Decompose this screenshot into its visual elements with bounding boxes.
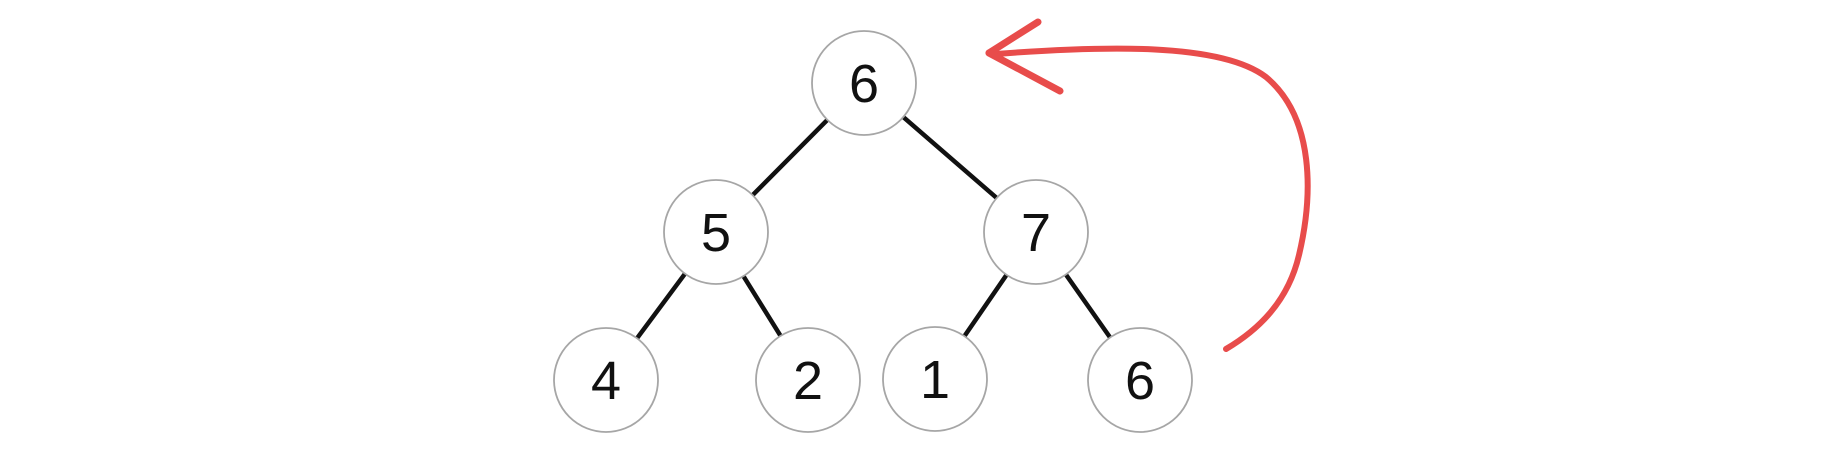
tree-node-right-right: 6 <box>1087 327 1193 433</box>
tree-node-label: 2 <box>793 351 823 411</box>
arrow-head-upper-barb <box>985 18 1042 57</box>
tree-node-label: 4 <box>591 351 621 411</box>
tree-node-circle <box>1087 327 1193 433</box>
tree-node-circle <box>882 326 988 432</box>
tree-node-left-left: 4 <box>553 327 659 433</box>
tree-node-circle <box>663 179 769 285</box>
tree-nodes: 6 5 7 4 2 1 6 <box>553 30 1193 433</box>
tree-node-right-left: 1 <box>882 326 988 432</box>
tree-node-circle <box>553 327 659 433</box>
tree-node-left-right: 2 <box>755 327 861 433</box>
tree-node-right: 7 <box>983 179 1089 285</box>
tree-node-circle <box>755 327 861 433</box>
tree-node-label: 1 <box>920 350 950 410</box>
arrow-head-lower-barb <box>985 49 1064 95</box>
tree-node-label: 7 <box>1021 203 1051 263</box>
tree-node-root: 6 <box>811 30 917 136</box>
tree-node-label: 5 <box>701 203 731 263</box>
tree-node-label: 6 <box>849 54 879 114</box>
tree-node-label: 6 <box>1125 351 1155 411</box>
tree-node-circle <box>811 30 917 136</box>
arrow-shaft <box>993 45 1311 352</box>
tree-node-circle <box>983 179 1089 285</box>
hand-drawn-arrow <box>985 18 1311 352</box>
tree-node-left: 5 <box>663 179 769 285</box>
